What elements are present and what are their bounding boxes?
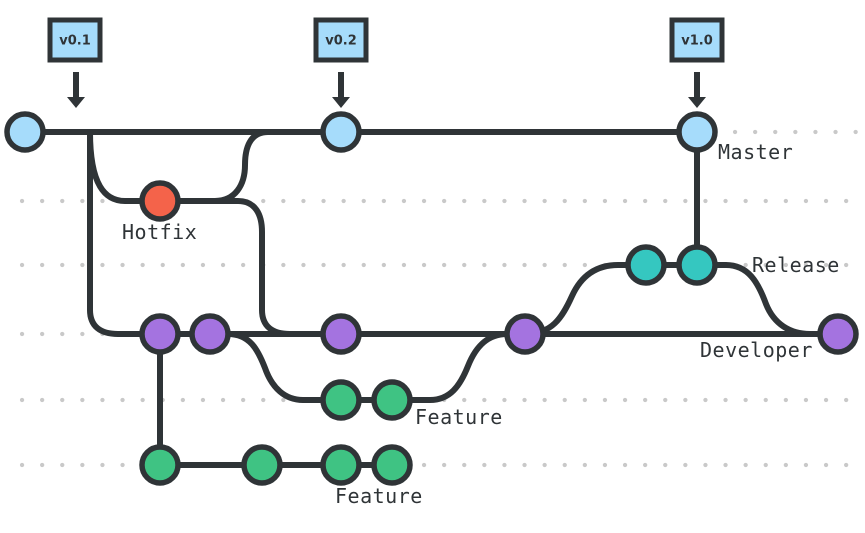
commit-node-d2[interactable] (189, 313, 231, 355)
edge-developer-to-release (522, 262, 649, 337)
edge-hotfix-to-developer (182, 198, 293, 337)
branch-label-feature_b: Feature (335, 484, 423, 508)
commit-node-d5[interactable] (817, 313, 859, 355)
version-tags: v0.1 v0.2 v1.0 (47, 17, 725, 108)
tag-v10-box[interactable] (669, 17, 725, 63)
tag-v02-box[interactable] (313, 17, 369, 63)
commit-node-d3[interactable] (320, 313, 362, 355)
tag-v01-label: v0.1 (59, 34, 91, 49)
commit-node-m2[interactable] (320, 111, 362, 153)
commit-nodes (4, 111, 859, 486)
edge-release-to-developer (694, 262, 813, 337)
tag-v02-arrow-head-icon (332, 97, 350, 108)
commit-node-d4[interactable] (504, 313, 546, 355)
commit-node-r1[interactable] (625, 244, 667, 286)
tag-v10[interactable]: v1.0 (669, 17, 725, 108)
branch-label-feature_a: Feature (415, 405, 503, 429)
commit-node-fb3[interactable] (320, 444, 362, 486)
edge-featureA-to-developer (389, 331, 510, 403)
commit-node-m3[interactable] (676, 111, 718, 153)
edge-master-to-developer (87, 129, 163, 337)
tag-v10-label: v1.0 (681, 34, 713, 49)
commit-node-fa1[interactable] (320, 379, 362, 421)
commit-node-m1[interactable] (4, 111, 46, 153)
tag-v10-arrow-head-icon (688, 97, 706, 108)
commit-node-d1[interactable] (139, 313, 181, 355)
commit-node-fb1[interactable] (139, 444, 181, 486)
commit-node-fb2[interactable] (241, 444, 283, 486)
commit-node-fb4[interactable] (371, 444, 413, 486)
tag-v02[interactable]: v0.2 (313, 17, 369, 108)
tag-v01[interactable]: v0.1 (47, 17, 103, 108)
branch-label-release: Release (752, 253, 840, 277)
commit-node-h1[interactable] (139, 180, 181, 222)
branch-labels: MasterHotfixReleaseDeveloperFeatureFeatu… (122, 140, 840, 508)
branch-label-hotfix: Hotfix (122, 220, 197, 244)
tag-v02-label: v0.2 (325, 34, 357, 49)
tag-v01-arrow-head-icon (67, 97, 85, 108)
branch-label-master: Master (718, 140, 793, 164)
tag-v01-box[interactable] (47, 17, 103, 63)
branch-label-developer: Developer (700, 338, 813, 362)
edge-developer-to-featureA (225, 331, 344, 403)
commit-node-fa2[interactable] (371, 379, 413, 421)
commit-node-r2[interactable] (676, 244, 718, 286)
